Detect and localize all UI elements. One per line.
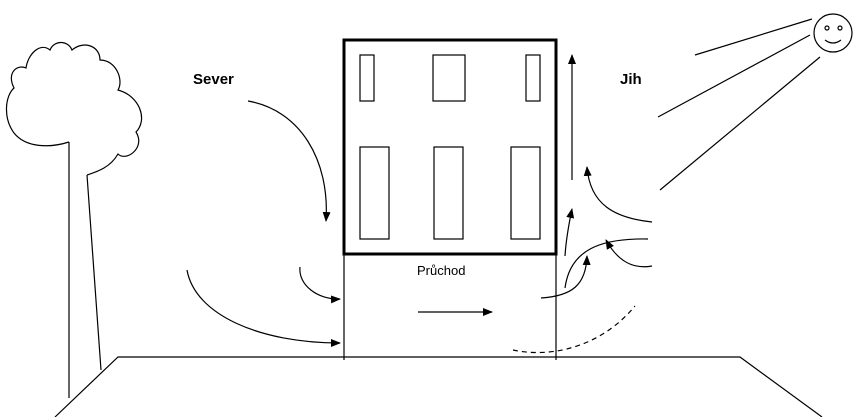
- south-label: Jih: [620, 71, 642, 88]
- tree-icon: [5, 41, 143, 398]
- ground-flow-arrow-1: [299, 266, 341, 304]
- north-label: Sever: [193, 71, 234, 88]
- south-curve-arrow-4: [540, 255, 591, 299]
- sun-rays: [657, 18, 821, 191]
- airflow-arrows: [186, 54, 653, 354]
- passage-label: Průchod: [417, 263, 465, 278]
- ground-flow-arrow-2: [186, 269, 341, 347]
- building: [342, 38, 558, 256]
- south-curve-arrow-1: [583, 166, 653, 223]
- south-curve-arrow-2: [565, 209, 649, 289]
- passage-walls: [343, 254, 557, 360]
- ground-outline: [54, 356, 823, 417]
- south-dashed-flow: [512, 305, 636, 354]
- north-flow-arrow: [247, 100, 331, 222]
- sun-icon: [813, 13, 853, 53]
- south-curve-arrow-3: [605, 239, 653, 268]
